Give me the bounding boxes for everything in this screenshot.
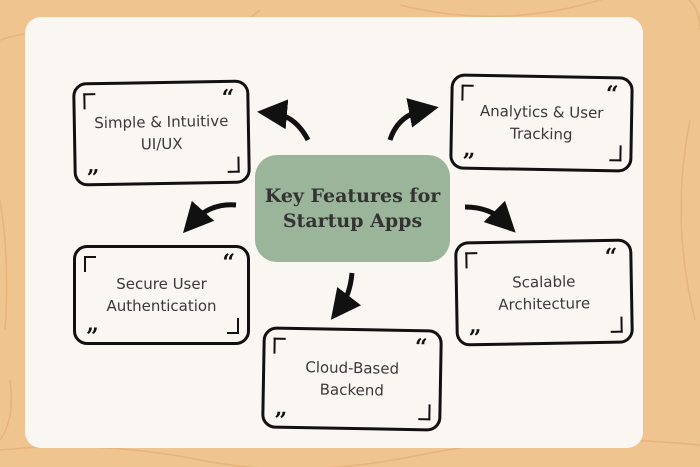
arrow-to-cloud-backend [330,272,362,320]
close-quote-icon: ” [86,165,100,192]
arrow-to-analytics [387,98,439,141]
arrow-to-simple-ui [257,99,311,142]
open-quote-icon: “ [604,243,618,270]
feature-label: Simple & Intuitive UI/UX [94,111,229,154]
feature-label: Scalable Architecture [498,271,591,314]
arrow-to-scalable [464,200,516,233]
feature-cloud-backend: “ ” Cloud-Based Backend [261,326,443,434]
open-quote-icon: “ [221,84,235,111]
feature-scalable: “ ” Scalable Architecture [454,238,634,352]
feature-secure-auth: “ ” Secure User Authentication [73,245,250,350]
arrow-to-secure-auth [182,200,237,234]
open-quote-icon: “ [222,250,235,276]
close-quote-icon: ” [86,324,99,350]
central-topic: Key Features for Startup Apps [255,155,450,262]
feature-label: Cloud-Based Backend [305,358,400,400]
feature-simple-ui: “ ” Simple & Intuitive UI/UX [72,79,251,192]
feature-analytics: “ ” Analytics & User Tracking [449,73,634,175]
close-quote-icon: ” [462,148,476,175]
close-quote-icon: ” [274,407,288,434]
open-quote-icon: “ [605,81,619,108]
close-quote-icon: ” [468,325,482,352]
feature-label: Analytics & User Tracking [479,101,604,144]
feature-label: Secure User Authentication [106,275,217,315]
open-quote-icon: “ [414,334,428,361]
